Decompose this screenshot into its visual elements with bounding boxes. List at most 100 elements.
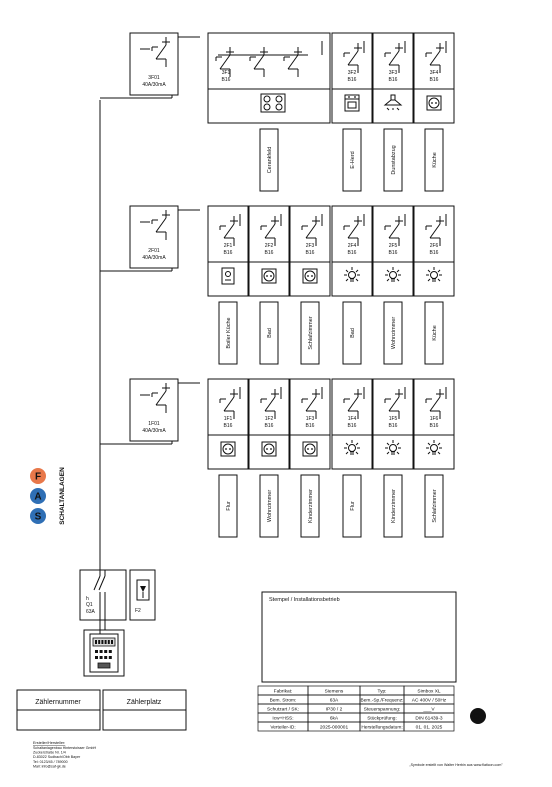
socket-pin [229,448,231,450]
hood-icon [383,94,403,111]
surge-id: F2 [135,608,141,614]
row-3F01: 3F0140A/30mA3F1B16Cerankfeld3F2B16E-Herd… [100,32,455,192]
socket-ring [304,270,316,282]
breaker-id: 2F1 [224,243,233,249]
meter-key [104,656,108,659]
socket-frame [302,268,318,284]
circuit-label: Wohnzimmer [267,490,273,522]
breaker-id: 3F3 [389,70,398,76]
switch-blade [93,575,101,591]
specs-left-label: Verteiler-ID: [270,725,295,731]
breaker-rating: B16 [224,250,233,256]
socket-pin [311,448,313,450]
specs-left-value: 2025-000001 [320,725,349,731]
label-box [424,474,444,538]
breaker-id: 1F3 [306,416,315,422]
manufacturer-line: D-83022 Sudbach/Obb Bayer [33,755,81,759]
breaker-rating: B16 [430,250,439,256]
main-switch-symbol: h [86,596,89,602]
switch-blade [223,396,235,412]
lamp-icon [426,440,442,455]
breaker-rating: B16 [389,250,398,256]
socket-frame [302,441,318,457]
breaker-id: 1F5 [389,416,398,422]
specs-right-label: Steuerspannung: [364,707,401,713]
circuit-frame [331,205,373,297]
stove-top [260,93,286,113]
switch-blade [347,396,359,412]
breaker-id: 1F6 [430,416,439,422]
row-1F01: 1F0140A/30mA1F1B16Flur1F2B16Wohnzimmer1F… [100,378,455,538]
socket-frame [426,95,442,111]
circuit-frame [289,378,331,470]
breaker-switch-icon [384,216,403,246]
meter-terminal [97,662,111,669]
lamp-ray [386,451,390,455]
socket-ring [428,97,440,109]
breaker-id: 2F4 [348,243,357,249]
oven-body [344,94,360,112]
manufacturer-line: Zuckerstraße Nr. 1/4 [33,751,66,755]
switch-blade [347,223,359,239]
lamp-ray [427,278,431,282]
socket-icon [426,95,442,111]
socket-ring [263,270,275,282]
rcd-rating: 40A/30mA [142,255,166,261]
switch-blade [388,223,400,239]
circuit-frame [207,205,249,297]
socket-ring [304,443,316,455]
specs-right-value: AC 400V / 50Hz [412,698,447,704]
breaker-switch-icon [215,47,234,77]
specs-right-label: Herstellungsdatum: [361,725,402,731]
stamp-box: Stempel / Installationsbetrieb [261,591,457,683]
lamp-ray [427,269,431,273]
lamp-bulb [430,444,438,452]
circuit-label: Küche [432,325,438,341]
switch-blade [155,44,167,60]
lamp-ray [355,278,359,282]
breaker-id: 3F2 [348,70,357,76]
meter-display [92,637,116,647]
breaker-switch-icon [425,216,444,246]
specs-left-label: Bem. Strom: [270,698,297,704]
main-switch-frame [79,569,127,621]
meter-key [104,650,108,653]
switch-blade [429,223,441,239]
socket-icon [261,441,277,457]
circuit-label: Küche [432,152,438,168]
hood-chimney [390,94,396,101]
breaker-switch-icon [260,389,279,419]
stove-plate [275,95,283,103]
rcd-id: 3F01 [148,75,160,81]
socket-icon [302,268,318,284]
oven-knob [348,96,350,98]
socket-icon [302,441,318,457]
logo-wordmark: SCHALTANLAGEN [59,467,66,525]
specs-left-label: Icw+HSS: [272,716,293,722]
meter-key [108,656,112,659]
switch-blade [429,396,441,412]
boiler-icon [221,267,235,285]
circuit-label: Dunstabzug [391,145,397,174]
specs-left-label: Schutzart / SK: [267,707,299,713]
stove-plate [275,103,283,111]
meter-key [95,656,98,659]
switch-blade [388,50,400,66]
circuit-frame [207,378,249,470]
label-box [342,474,362,538]
lamp-icon [385,267,401,282]
switch-blade [155,390,167,406]
meter-digit [101,640,104,644]
socket-pin [270,448,272,450]
stove-icon [260,93,286,113]
socket-pin [225,448,227,450]
manufacturer-line: Schaltanlagenbau Hinterstoisser GmbH [33,746,97,750]
circuit-frame [207,32,331,124]
